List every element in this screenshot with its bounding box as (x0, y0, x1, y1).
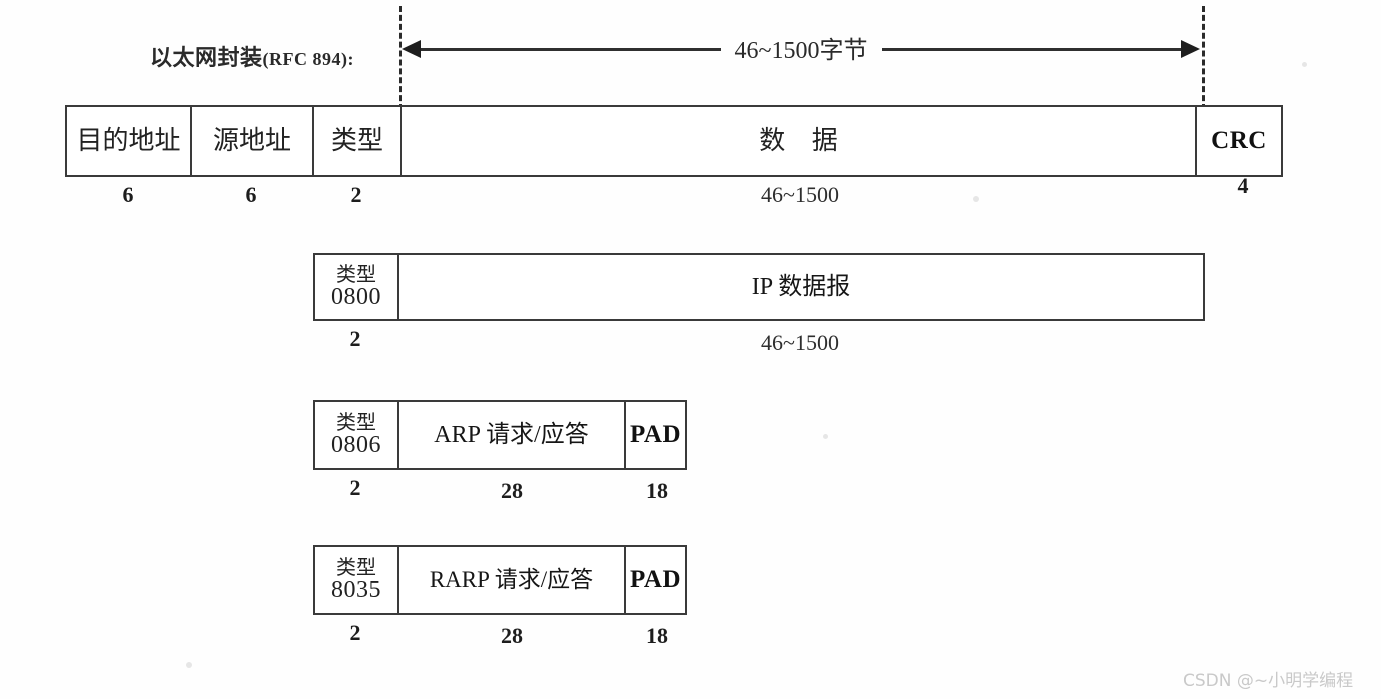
ip-datagram-field: IP 数据报 (399, 255, 1203, 319)
ip-datagram-row: 类型 0800 IP 数据报 (313, 253, 1205, 321)
scan-speckle (823, 434, 828, 439)
arp-request-reply-label: ARP 请求/应答 (434, 421, 589, 448)
size-ip-datagram: 46~1500 (761, 330, 839, 355)
right-span-guide-line (1202, 6, 1205, 110)
type-0800-label-bottom: 0800 (331, 283, 381, 310)
scan-speckle (973, 196, 979, 202)
crc-field: CRC (1197, 107, 1281, 175)
source-address-field: 源地址 (192, 107, 314, 175)
type-0800-label-top: 类型 (336, 263, 376, 286)
span-label: 46~1500字节 (734, 37, 868, 64)
type-0800-field: 类型 0800 (315, 255, 399, 319)
dest-address-label: 目的地址 (76, 125, 181, 155)
size-type-8035: 2 (349, 620, 361, 645)
type-8035-field: 类型 8035 (315, 547, 399, 613)
data-label: 数 据 (759, 125, 848, 155)
type-8035-label-bottom: 8035 (331, 576, 381, 603)
arrow-head-right-icon (1181, 40, 1201, 58)
size-crc: 4 (1237, 173, 1249, 198)
left-span-guide-line (399, 6, 402, 110)
encapsulation-label-cn: 以太网封装 (150, 45, 263, 70)
arrow-line-left (421, 47, 721, 51)
rarp-pad-field: PAD (626, 547, 685, 613)
data-field: 数 据 (402, 107, 1197, 175)
size-type-0800: 2 (349, 326, 361, 351)
encapsulation-label: 以太网封装(RFC 894): (150, 40, 354, 72)
size-dest-address: 6 (122, 182, 134, 207)
size-type: 2 (350, 182, 362, 207)
rarp-packet-row: 类型 8035 RARP 请求/应答 PAD (313, 545, 687, 615)
ip-datagram-label: IP 数据报 (751, 273, 851, 300)
scan-speckle (186, 662, 192, 668)
encapsulation-label-rfc: (RFC 894): (262, 49, 354, 69)
rarp-request-reply-label: RARP 请求/应答 (429, 567, 594, 593)
rarp-pad-label: PAD (629, 566, 682, 594)
size-source-address: 6 (245, 182, 257, 207)
arp-pad-field: PAD (626, 402, 685, 468)
ethernet-frame-row: 目的地址 源地址 类型 数 据 CRC (65, 105, 1283, 177)
arrow-line-right (881, 47, 1182, 51)
size-arp-pad: 18 (646, 478, 668, 503)
type-0806-field: 类型 0806 (315, 402, 399, 468)
scan-speckle (1302, 62, 1307, 67)
type-label: 类型 (330, 125, 383, 155)
type-8035-label-top: 类型 (336, 556, 376, 579)
arp-packet-row: 类型 0806 ARP 请求/应答 PAD (313, 400, 687, 470)
rarp-request-reply-field: RARP 请求/应答 (399, 547, 626, 613)
size-arp-request-reply: 28 (501, 478, 523, 503)
csdn-watermark: CSDN @~小明学编程 (1183, 671, 1354, 691)
arp-request-reply-field: ARP 请求/应答 (399, 402, 626, 468)
dest-address-field: 目的地址 (67, 107, 192, 175)
type-field: 类型 (314, 107, 402, 175)
size-rarp-pad: 18 (646, 623, 668, 648)
arrow-head-left-icon (402, 40, 421, 58)
arp-pad-label: PAD (629, 421, 682, 449)
data-span-arrow: 46~1500字节 (402, 37, 1201, 64)
type-0806-label-top: 类型 (336, 411, 376, 434)
crc-label: CRC (1211, 127, 1267, 155)
size-type-0806: 2 (349, 475, 361, 500)
type-0806-label-bottom: 0806 (331, 431, 381, 458)
source-address-label: 源地址 (212, 125, 291, 155)
size-rarp-request-reply: 28 (501, 623, 523, 648)
size-data: 46~1500 (761, 182, 839, 207)
